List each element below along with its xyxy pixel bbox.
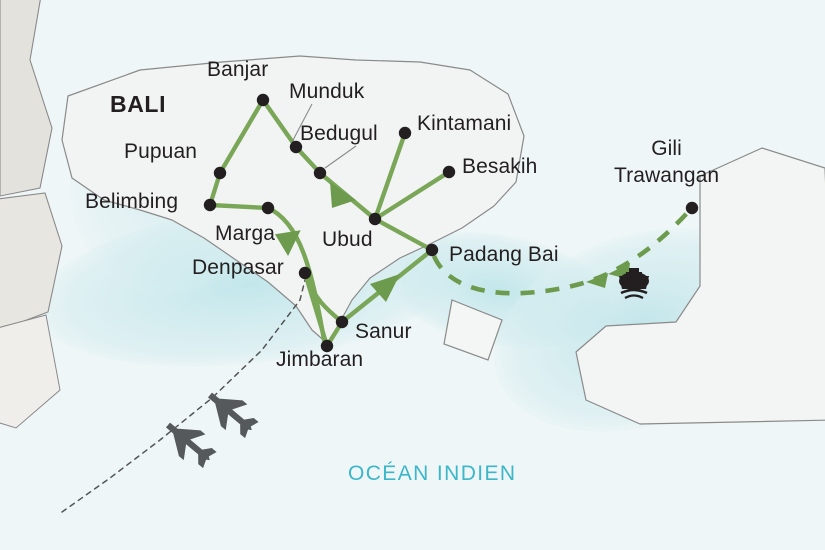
- place-label-marga: Marga: [215, 222, 276, 245]
- flight-route-dotted: [61, 275, 307, 513]
- route-segment-kintamani-ubud: [372, 130, 408, 222]
- route-segment-besakih-ubud: [372, 169, 452, 222]
- place-label-besakih: Besakih: [462, 155, 538, 178]
- ocean-label-indian-ocean: OCÉAN INDIEN: [348, 462, 517, 485]
- place-label-padang-bai: Padang Bai: [449, 243, 559, 266]
- place-label-kintamani: Kintamani: [417, 112, 512, 135]
- lombok-island-outline: [575, 147, 825, 425]
- map-node-gili-trawangan[interactable]: [685, 201, 699, 215]
- map-node-sanur[interactable]: [335, 315, 349, 329]
- place-nodes: [203, 93, 699, 353]
- ferry-route-dashed: [431, 208, 692, 296]
- map-node-ubud[interactable]: [368, 212, 382, 226]
- leader-line-bedugul: [324, 145, 357, 169]
- map-node-kintamani[interactable]: [398, 126, 412, 140]
- place-label-jimbaran: Jimbaran: [276, 348, 364, 371]
- place-label-banjar: Banjar: [207, 58, 269, 81]
- place-label-munduk: Munduk: [289, 80, 365, 103]
- place-label-denpasar: Denpasar: [192, 256, 284, 279]
- java-island-north: [0, 0, 53, 197]
- place-label-pupuan: Pupuan: [124, 140, 198, 163]
- java-landmass: [0, 0, 63, 429]
- route-segment-ubud-padang-bai: [372, 216, 435, 253]
- route-segment-banjar-munduk: [260, 97, 299, 150]
- place-label-ubud: Ubud: [322, 228, 373, 251]
- leader-line-munduk: [291, 103, 313, 143]
- ferry-boat-icon: [619, 268, 649, 299]
- map-node-banjar[interactable]: [256, 93, 270, 107]
- map-node-bedugul[interactable]: [313, 166, 327, 180]
- airplane-icon: [165, 422, 217, 469]
- region-label-bali: BALI: [110, 91, 167, 117]
- map-node-munduk[interactable]: [289, 140, 303, 154]
- nusa-penida-island: [443, 299, 503, 361]
- map-node-padang-bai[interactable]: [425, 243, 439, 257]
- java-island-tip: [0, 314, 61, 429]
- map-node-besakih[interactable]: [442, 165, 456, 179]
- place-label-belimbing: Belimbing: [85, 190, 179, 213]
- map-node-marga[interactable]: [261, 201, 275, 215]
- java-island-south: [0, 192, 63, 331]
- map-node-denpasar[interactable]: [298, 266, 312, 280]
- route-arrow-toward-ubud: [330, 182, 356, 208]
- map-node-jimbaran[interactable]: [320, 339, 334, 353]
- airplane-icon: [207, 392, 259, 439]
- route-segment-pupuan-banjar: [217, 97, 266, 176]
- route-arrow-toward-marga: [274, 230, 301, 257]
- label-leader-lines: [291, 103, 357, 169]
- route-segment-belimbing-marga: [207, 202, 271, 211]
- route-direction-arrows: [274, 182, 400, 302]
- map-node-pupuan[interactable]: [213, 166, 227, 180]
- place-label-sanur: Sanur: [355, 320, 412, 343]
- place-label-bedugul: Bedugul: [300, 122, 378, 145]
- map-node-belimbing[interactable]: [203, 198, 217, 212]
- place-label-gili-trawangan: Gili Trawangan: [614, 137, 720, 187]
- route-arrow-toward-sanur: [370, 274, 400, 302]
